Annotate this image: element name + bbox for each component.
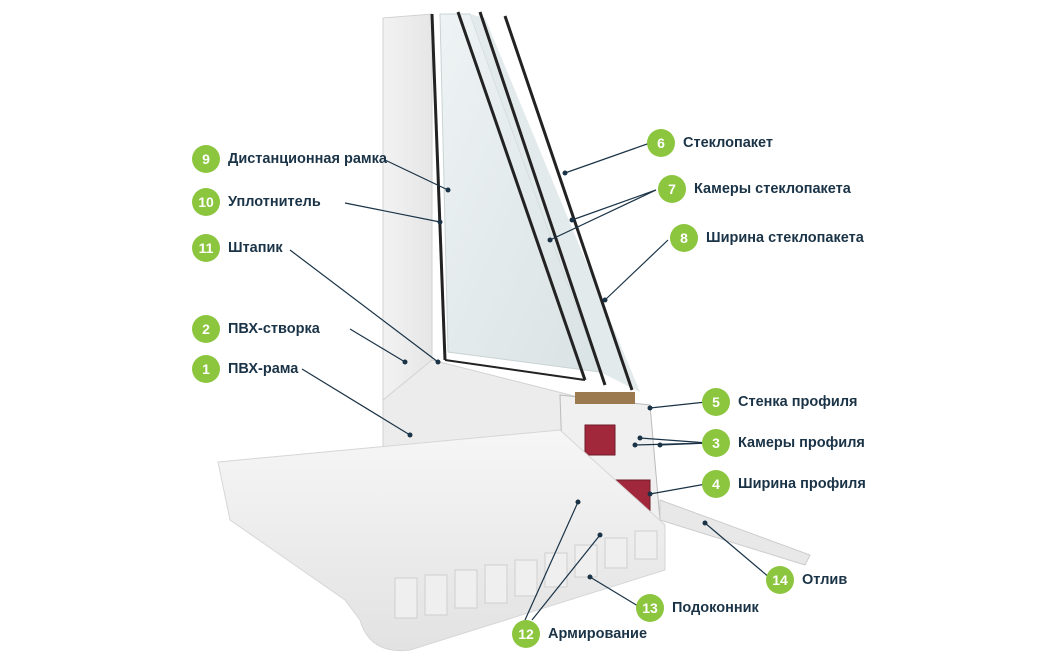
label-ebb: Отлив bbox=[802, 572, 848, 588]
glass-pane-3 bbox=[478, 11, 607, 386]
glass-pane-2 bbox=[456, 11, 587, 381]
callout-2: 2 ПВХ-створка bbox=[192, 315, 320, 343]
glass-pane-4 bbox=[503, 15, 634, 391]
badge-7: 7 bbox=[658, 175, 686, 203]
label-distance-frame: Дистанционная рамка bbox=[228, 151, 387, 167]
glass-pane-1b bbox=[444, 359, 586, 381]
label-window-sill: Подоконник bbox=[672, 600, 759, 616]
glass-pane-1 bbox=[430, 13, 447, 361]
badge-14: 14 bbox=[766, 566, 794, 594]
label-reinforcement: Армирование bbox=[548, 626, 648, 642]
badge-1: 1 bbox=[192, 355, 220, 383]
badge-13: 13 bbox=[636, 594, 664, 622]
leader-lines bbox=[289, 142, 771, 621]
callout-7: 7 Камеры стеклопакета bbox=[658, 175, 851, 203]
badge-11: 11 bbox=[192, 234, 220, 262]
spacer-frame bbox=[575, 392, 635, 404]
callout-12: 12 Армирование bbox=[512, 620, 647, 648]
label-glass-unit: Стеклопакет bbox=[683, 135, 774, 151]
callout-8: 8 Ширина стеклопакета bbox=[670, 224, 864, 252]
badge-12: 12 bbox=[512, 620, 540, 648]
label-profile-width: Ширина профиля bbox=[738, 476, 866, 492]
callout-3: 3 Камеры профиля bbox=[702, 429, 865, 457]
callout-9: 9 Дистанционная рамка bbox=[192, 145, 387, 173]
ebb-drip bbox=[659, 499, 811, 566]
badge-4: 4 bbox=[702, 470, 730, 498]
label-profile-wall: Стенка профиля bbox=[738, 394, 858, 410]
badge-6: 6 bbox=[647, 129, 675, 157]
callout-13: 13 Подоконник bbox=[636, 594, 759, 622]
label-glass-chambers: Камеры стеклопакета bbox=[694, 181, 851, 197]
badge-2: 2 bbox=[192, 315, 220, 343]
badge-10: 10 bbox=[192, 188, 220, 216]
callout-10: 10 Уплотнитель bbox=[192, 188, 321, 216]
label-glass-width: Ширина стеклопакета bbox=[706, 230, 864, 246]
sash-reinforcement bbox=[584, 424, 616, 456]
badge-3: 3 bbox=[702, 429, 730, 457]
window-sill bbox=[217, 429, 666, 652]
label-pvc-frame: ПВХ-рама bbox=[228, 361, 299, 377]
callout-6: 6 Стеклопакет bbox=[647, 129, 773, 157]
badge-9: 9 bbox=[192, 145, 220, 173]
label-pvc-sash: ПВХ-створка bbox=[228, 321, 320, 337]
badge-8: 8 bbox=[670, 224, 698, 252]
callout-4: 4 Ширина профиля bbox=[702, 470, 866, 498]
label-seal: Уплотнитель bbox=[228, 194, 321, 210]
leader-dots bbox=[402, 170, 708, 580]
sill-chambers bbox=[394, 530, 658, 619]
label-glazing-bead: Штапик bbox=[228, 240, 283, 256]
label-profile-chambers: Камеры профиля bbox=[738, 435, 865, 451]
callout-1: 1 ПВХ-рама bbox=[192, 355, 298, 383]
callout-5: 5 Стенка профиля bbox=[702, 388, 858, 416]
callout-14: 14 Отлив bbox=[766, 566, 847, 594]
badge-5: 5 bbox=[702, 388, 730, 416]
callout-11: 11 Штапик bbox=[192, 234, 283, 262]
